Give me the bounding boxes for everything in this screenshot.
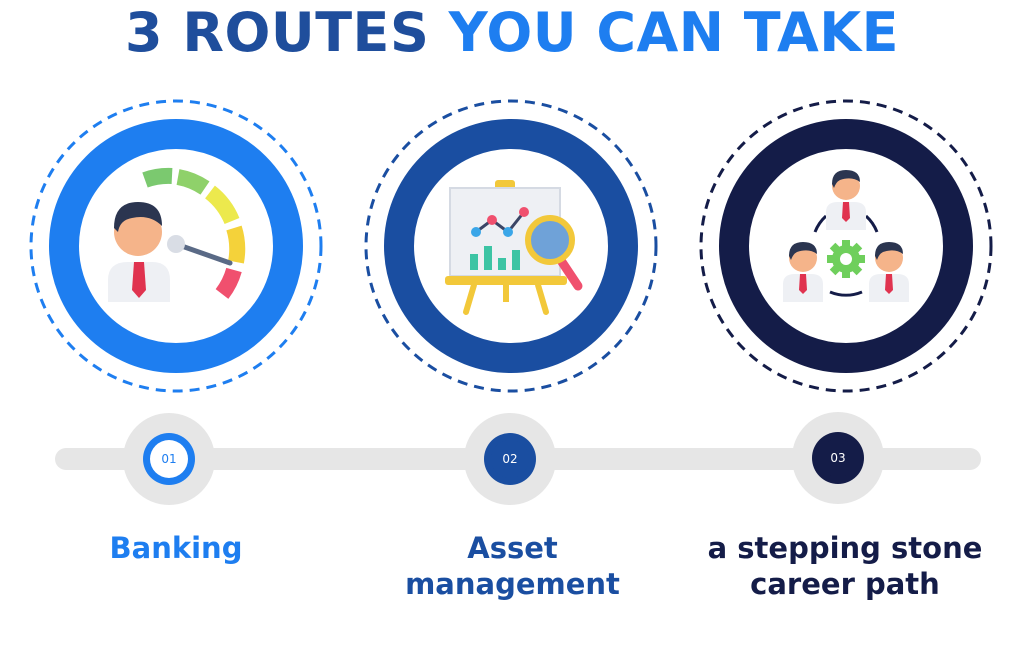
team-network-icon: [783, 170, 909, 302]
route-label-1: Banking: [109, 531, 243, 565]
step-number-1: 01: [161, 452, 177, 466]
route-label-3: a stepping stone career path: [707, 531, 983, 601]
step-marker-2: [464, 413, 556, 505]
route-3-badge: [699, 99, 993, 393]
page-title: 3 ROUTES YOU CAN TAKE: [0, 0, 1024, 70]
title-part-2: YOU CAN TAKE: [448, 1, 899, 64]
step-number-2: 02: [502, 452, 518, 466]
title-part-1: 3 ROUTES: [125, 1, 430, 64]
step-marker-3: [792, 412, 884, 504]
step-marker-1: [123, 413, 215, 505]
step-number-3: 03: [830, 451, 846, 465]
route-1-badge: [29, 99, 323, 393]
route-label-2: Asset management: [405, 531, 620, 601]
presentation-chart-icon: [445, 180, 583, 315]
speedometer-person-icon: [108, 167, 246, 302]
route-2-badge: [364, 99, 658, 393]
